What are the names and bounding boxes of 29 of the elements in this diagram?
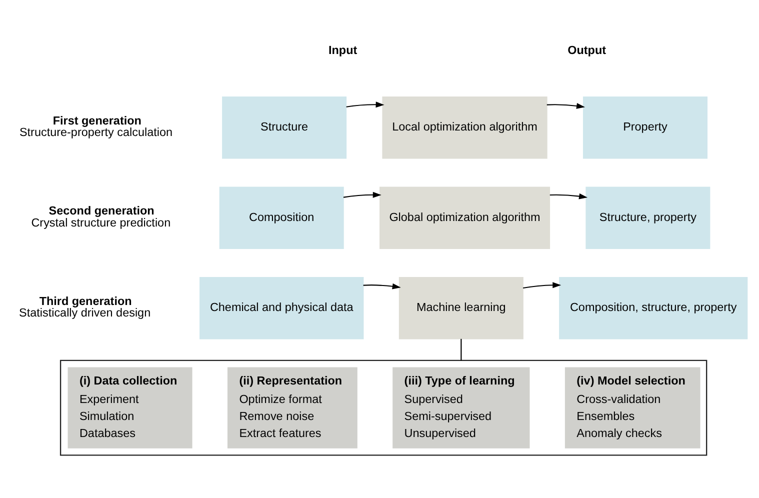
label: Input bbox=[328, 44, 358, 58]
arrow bbox=[343, 192, 382, 198]
label: Third generation bbox=[39, 294, 132, 308]
node-box: Composition, structure, property bbox=[559, 276, 748, 340]
node-box: Structure bbox=[222, 96, 347, 159]
label: Second generation bbox=[48, 204, 154, 218]
label: Statistically driven design bbox=[19, 306, 151, 320]
node-box: Property bbox=[582, 96, 708, 159]
connector bbox=[460, 338, 462, 360]
arrow bbox=[363, 283, 401, 290]
arrow bbox=[546, 103, 585, 109]
arrow bbox=[550, 193, 588, 200]
node-box: Machine learning bbox=[398, 276, 524, 340]
label: Crystal structure prediction bbox=[31, 216, 171, 230]
node-box: Chemical and physical data bbox=[200, 276, 364, 340]
node-box: Composition bbox=[219, 186, 344, 249]
label: Output bbox=[568, 44, 606, 58]
node-box: (iv) Model selection Cross-validation Ensembles Anomaly checks bbox=[564, 367, 700, 448]
node-box: (i) Data collection Experiment Simulation Databases bbox=[68, 367, 192, 448]
node-box: Local optimization algorithm bbox=[382, 96, 548, 159]
node-box: Global optimization algorithm bbox=[380, 186, 550, 249]
label: First generation bbox=[52, 114, 142, 128]
arrow bbox=[523, 282, 562, 289]
node-box: (iii) Type of learning Supervised Semi-supervised Unsupervised bbox=[392, 367, 530, 448]
node-box: Structure, property bbox=[586, 186, 710, 249]
arrow bbox=[346, 102, 384, 108]
cluster bbox=[60, 360, 708, 456]
label: Structure-property calculation bbox=[19, 126, 173, 140]
node-box: (ii) Representation Optimize format Remove noise Extract features bbox=[227, 367, 358, 448]
